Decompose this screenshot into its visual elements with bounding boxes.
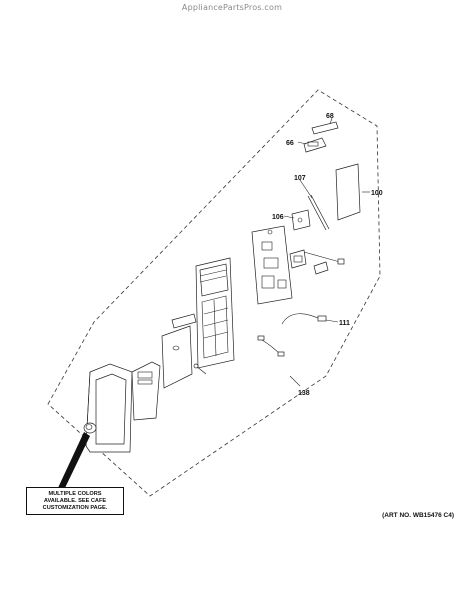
part-107-rod bbox=[307, 194, 330, 231]
part-66-latch bbox=[303, 137, 327, 153]
wire-harness-111 bbox=[281, 313, 327, 325]
knob-inner bbox=[85, 424, 93, 430]
part-68-bar bbox=[311, 121, 339, 135]
part-106-bracket bbox=[291, 209, 311, 231]
watermark: AppliancePartsPros.com bbox=[181, 3, 283, 12]
leader-106 bbox=[283, 215, 295, 219]
leader-66 bbox=[297, 141, 307, 145]
small-tab bbox=[171, 313, 197, 329]
leader-107 bbox=[299, 179, 313, 199]
note-leader-arrow bbox=[57, 432, 90, 490]
art-number: (ART NO. WB15476 C4) bbox=[382, 512, 454, 519]
control-overlay bbox=[131, 361, 161, 421]
small-module bbox=[289, 249, 329, 275]
leader-111 bbox=[325, 319, 339, 323]
wire-harness-top bbox=[303, 251, 345, 265]
note-line-2: AVAILABLE. SEE CAFE bbox=[43, 497, 107, 504]
leader-138 bbox=[289, 375, 301, 387]
callout-100: 100 bbox=[371, 190, 383, 197]
callout-106: 106 bbox=[272, 214, 284, 221]
callout-111: 111 bbox=[339, 320, 350, 327]
callout-138: 138 bbox=[298, 390, 310, 397]
membrane-switch bbox=[161, 325, 193, 389]
door-trim-frame bbox=[85, 363, 133, 453]
callout-107: 107 bbox=[294, 175, 306, 182]
wire-harness-short bbox=[257, 335, 285, 357]
knob bbox=[83, 422, 97, 434]
callout-68: 68 bbox=[326, 113, 334, 120]
callout-66: 66 bbox=[286, 140, 294, 147]
color-note-box: MULTIPLE COLORS AVAILABLE. SEE CAFE CUST… bbox=[26, 487, 124, 515]
screw bbox=[193, 363, 207, 375]
control-housing bbox=[195, 257, 235, 369]
note-line-1: MULTIPLE COLORS bbox=[48, 490, 102, 497]
part-100-cover bbox=[335, 163, 361, 221]
leader-68 bbox=[329, 117, 333, 125]
control-board-bracket bbox=[251, 225, 293, 305]
assembly-boundary bbox=[47, 89, 381, 497]
note-line-3: CUSTOMIZATION PAGE. bbox=[42, 504, 108, 511]
